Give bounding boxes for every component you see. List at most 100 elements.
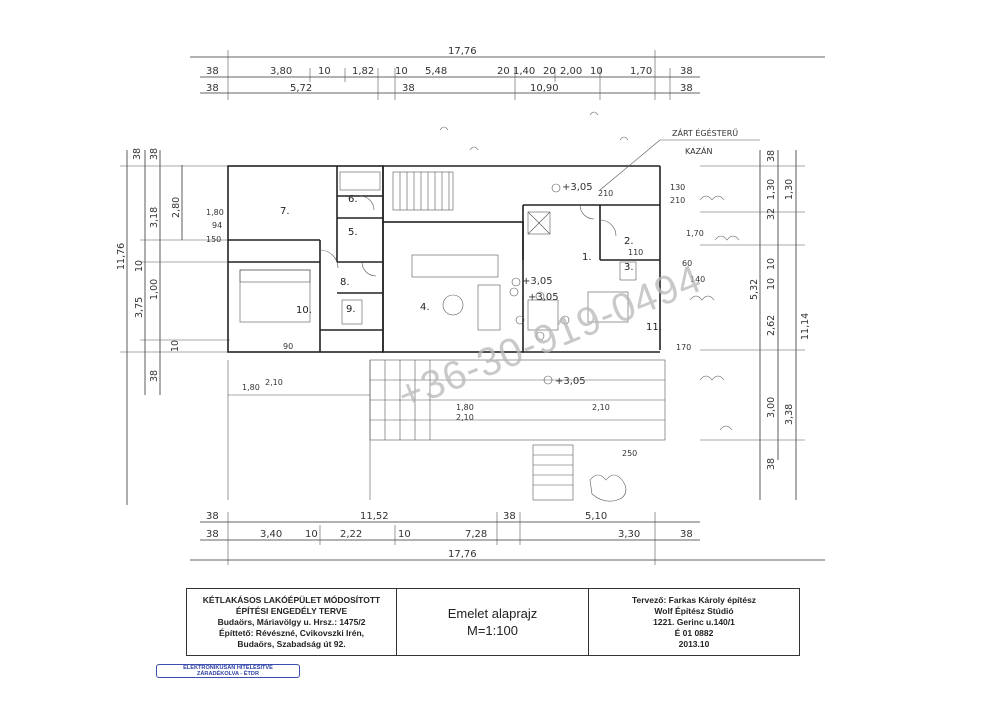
furniture — [239, 171, 637, 341]
stamp-line-1: ELEKTRONIKUSAN HITELESÍTVE — [183, 665, 273, 671]
chimney-leader — [599, 139, 760, 191]
label-180-b: 1,80 — [242, 383, 260, 392]
label-90: 90 — [283, 342, 293, 351]
room-2: 2. — [624, 236, 634, 247]
terrace — [369, 359, 666, 501]
label-210-d: 2,10 — [592, 403, 610, 412]
room-7: 7. — [280, 206, 290, 217]
dim-right-38-b: 38 — [766, 458, 777, 470]
chimney-annotation: ZÁRT ÉGÉSTERŰ — [672, 127, 738, 138]
dim-left-100: 1,00 — [149, 279, 160, 300]
room-labels: 1. 2. 3. 4. 5. 6. 7. 8. 9. 10. 11. — [280, 194, 662, 333]
drawing-title: Emelet alaprajz M=1:100 — [397, 589, 589, 655]
drawing-name: Emelet alaprajz — [447, 606, 538, 621]
room-9: 9. — [346, 304, 356, 315]
designer-line-4: É 01 0882 — [674, 627, 714, 638]
room-6: 6. — [348, 194, 358, 205]
room-8: 8. — [340, 277, 350, 288]
dim-left-1176: 11,76 — [116, 243, 127, 270]
label-180-c: 1,80 — [456, 403, 474, 412]
dim-right-1114: 11,14 — [800, 313, 811, 340]
label-110: 110 — [628, 248, 643, 257]
dim-top-10-c: 10 — [590, 66, 603, 77]
project-line-4: Építtető: Révészné, Cvikovszki Irén, — [218, 627, 365, 638]
dim-bot2-38-b: 38 — [680, 529, 693, 540]
dim-left-10-a: 10 — [134, 260, 145, 272]
dim-top-10-b: 10 — [395, 66, 408, 77]
dim-left-38-c: 38 — [149, 370, 160, 382]
label-150: 150 — [206, 235, 221, 244]
dim-bot2-10-b: 10 — [398, 529, 411, 540]
dim-bot-overall: 17,76 — [448, 549, 477, 560]
dim-top2-38-b: 38 — [402, 83, 415, 94]
level-2: +3,05 — [522, 276, 553, 287]
opening-labels: 1,80 1,80 94 150 130 210 110 140 170 60 … — [206, 183, 705, 458]
room-11: 11. — [646, 322, 662, 333]
dim-top-38-a: 38 — [206, 66, 219, 77]
dim-left-318: 3,18 — [149, 207, 160, 228]
dim-left-375: 3,75 — [134, 297, 145, 318]
label-250: 250 — [622, 449, 637, 458]
vegetation — [439, 111, 740, 502]
dim-left-38-b: 38 — [149, 148, 160, 160]
dim-right-130-a: 1,30 — [766, 179, 777, 200]
authentication-stamp: ELEKTRONIKUSAN HITELESÍTVE ZÁRADÉKOLVA -… — [156, 664, 300, 678]
dim-right-38-a: 38 — [766, 150, 777, 162]
dim-top-170: 1,70 — [630, 66, 652, 77]
dim-right-10-a: 10 — [766, 258, 777, 270]
dim-top2-38-a: 38 — [206, 83, 219, 94]
drawing-scale: M=1:100 — [467, 623, 518, 638]
stairs — [392, 171, 454, 211]
project-info: KÉTLAKÁSOS LAKÓÉPÜLET MÓDOSÍTOTT ÉPÍTÉSI… — [187, 589, 397, 655]
stamp-line-2: ZÁRADÉKOLVA - ÉTDR — [196, 670, 260, 677]
project-line-2: ÉPÍTÉSI ENGEDÉLY TERVE — [235, 605, 348, 616]
label-180-a: 1,80 — [206, 208, 224, 217]
building-outline — [227, 165, 661, 500]
label-170: 170 — [676, 343, 691, 352]
dim-bot2-340: 3,40 — [260, 529, 282, 540]
label-94: 94 — [212, 221, 222, 230]
dim-top-20-a: 20 — [497, 66, 510, 77]
label-210-e: 2,10 — [456, 413, 474, 422]
dim-top-10-a: 10 — [318, 66, 331, 77]
label-60: 60 — [682, 259, 692, 268]
dim-top-140: 1,40 — [513, 66, 535, 77]
level-3: +3,05 — [528, 292, 559, 303]
label-210-a: 210 — [670, 196, 685, 205]
dim-bot-510: 5,10 — [585, 511, 607, 522]
label-210-c: 2,10 — [265, 378, 283, 387]
dim-left-280: 2,80 — [171, 197, 182, 218]
dim-bot-38-b: 38 — [503, 511, 516, 522]
level-4: +3,05 — [555, 376, 586, 387]
dim-right-10-b: 10 — [766, 278, 777, 290]
dim-top-182: 1,82 — [352, 66, 374, 77]
dim-top-200: 2,00 — [560, 66, 582, 77]
level-markers: +3,05 +3,05 +3,05 +3,05 — [509, 182, 593, 387]
room-1: 1. — [582, 252, 592, 263]
dim-bot2-10-a: 10 — [305, 529, 318, 540]
dim-left-10-b: 10 — [170, 340, 181, 352]
dim-right-130-b: 1,30 — [784, 179, 795, 200]
room-10: 10. — [296, 305, 312, 316]
boiler-annotation: KAZÁN — [685, 145, 713, 156]
dim-top2-1090: 10,90 — [530, 83, 559, 94]
dim-bot-1152: 11,52 — [360, 511, 389, 522]
room-3: 3. — [624, 262, 634, 273]
level-1: +3,05 — [562, 182, 593, 193]
dim-right-262: 2,62 — [766, 315, 777, 336]
left-dimension-chain: 38 38 2,80 3,18 11,76 3,75 10 1,00 10 38 — [116, 148, 230, 505]
designer-line-5: 2013.10 — [678, 638, 710, 649]
dim-bot2-222: 2,22 — [340, 529, 362, 540]
dim-top-380: 3,80 — [270, 66, 292, 77]
project-line-3: Budaörs, Máriavölgy u. Hrsz.: 1475/2 — [217, 616, 366, 627]
dim-right-32: 32 — [766, 208, 777, 220]
designer-line-2: Wolf Építész Stúdió — [654, 605, 734, 616]
dim-bot-38-a: 38 — [206, 511, 219, 522]
dim-top-20-b: 20 — [543, 66, 556, 77]
dim-top2-572: 5,72 — [290, 83, 312, 94]
dim-bot2-330: 3,30 — [618, 529, 640, 540]
top-dimension-chain: 17,76 38 3,80 10 1,82 10 5,48 20 1,40 20… — [190, 46, 825, 100]
label-210-b: 210 — [598, 189, 613, 198]
dim-top-38-b: 38 — [680, 66, 693, 77]
dim-top2-38-c: 38 — [680, 83, 693, 94]
